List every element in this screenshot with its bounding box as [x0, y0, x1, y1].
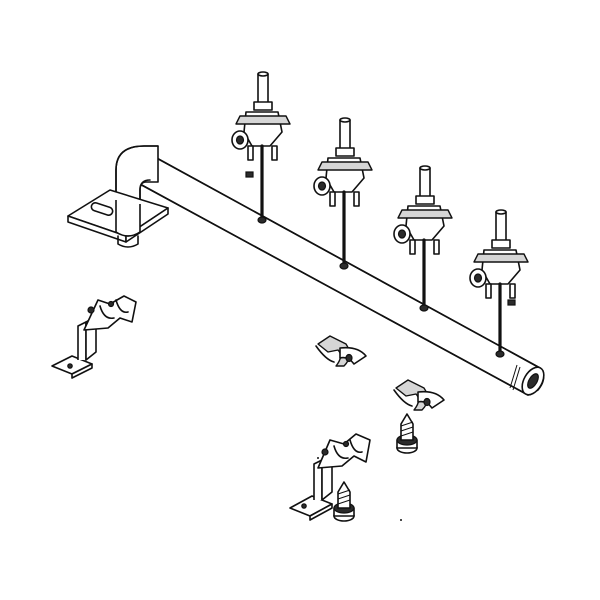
- valve-2: [313, 117, 373, 270]
- inlet-flange: [67, 189, 169, 248]
- stray-dot: [400, 519, 402, 521]
- mounting-screw-2: [333, 481, 355, 522]
- manifold-bracket-left: [51, 295, 137, 379]
- manifold-bracket-bottom: [289, 433, 371, 521]
- stray-dot: [317, 457, 319, 459]
- mounting-screw-1: [396, 413, 418, 454]
- manifold-pipe: [115, 145, 545, 396]
- pipe-clip-2: [393, 379, 445, 411]
- pipe-clip-1: [315, 335, 367, 367]
- valve-4: [469, 209, 529, 358]
- valve-1: [231, 71, 291, 224]
- valve-3: [393, 165, 453, 312]
